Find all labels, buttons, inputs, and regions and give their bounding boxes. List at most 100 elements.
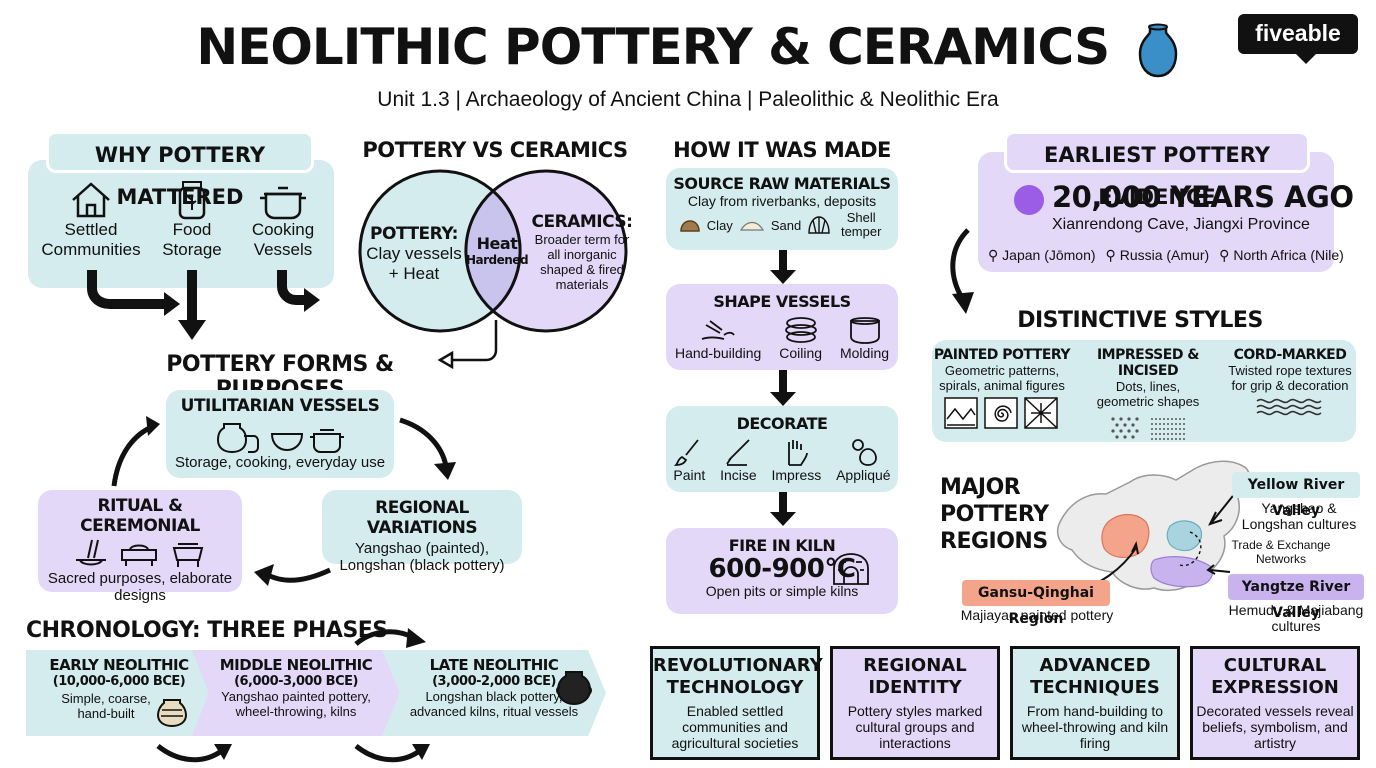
- sand-icon: [739, 221, 764, 231]
- why-items: Settled Communities Food Storage Cooking…: [36, 180, 328, 260]
- material-sand: Sand: [770, 217, 802, 233]
- phase-desc: Simple, coarse, hand-built: [61, 691, 151, 721]
- phase-name: EARLY NEOLITHIC: [49, 656, 189, 674]
- regional-box: REGIONAL VARIATIONS Yangshao (painted), …: [322, 490, 522, 574]
- chronology-title: CHRONOLOGY: THREE PHASES: [26, 618, 388, 643]
- shell-icon: [808, 216, 830, 234]
- regions-title: MAJOR POTTERY REGIONS: [940, 475, 1049, 554]
- venn-left-desc: Clay vessels + Heat: [366, 244, 462, 283]
- why-label: Settled Communities: [41, 220, 141, 259]
- regional-title: REGIONAL VARIATIONS: [366, 498, 478, 538]
- venn-center: Heat Hardened: [464, 234, 530, 267]
- location-item: ⚲ North Africa (Nile): [1219, 247, 1344, 263]
- title-text: NEOLITHIC POTTERY & CERAMICS: [196, 18, 1110, 76]
- phase-early: EARLY NEOLITHIC (10,000-6,000 BCE) Simpl…: [26, 650, 212, 736]
- why-label: Cooking Vessels: [251, 220, 315, 259]
- chronology-arrows: [156, 628, 430, 763]
- styles-panel: PAINTED POTTERY Geometric patterns, spir…: [932, 340, 1356, 442]
- material-shell: Shell temper: [840, 210, 882, 239]
- evidence-site: Xianrendong Cave, Jiangxi Province: [1052, 216, 1310, 233]
- method-hand-building: Hand-building: [675, 315, 761, 361]
- cycle-arrows: [111, 416, 456, 586]
- mold-icon: [849, 317, 880, 344]
- jar-icon: [178, 181, 206, 220]
- step-desc: Open pits or simple kilns: [705, 583, 859, 599]
- step-title: SOURCE RAW MATERIALS: [673, 174, 891, 193]
- phase-desc: Yangshao painted pottery, wheel-throwing…: [221, 689, 371, 719]
- summary-title: REGIONAL IDENTITY: [863, 655, 967, 698]
- phase-name: MIDDLE NEOLITHIC: [219, 656, 373, 674]
- fiveable-logo: fiveable: [1238, 14, 1358, 64]
- venn-center-sub: Hardened: [465, 253, 529, 267]
- utilitarian-box: UTILITARIAN VESSELS Storage, cooking, ev…: [166, 390, 394, 478]
- summary-cultural: CULTURAL EXPRESSION Decorated vessels re…: [1190, 646, 1360, 760]
- style-desc: Twisted rope textures for grip & decorat…: [1228, 363, 1352, 393]
- why-arrows: [87, 270, 320, 340]
- method-label: Molding: [839, 345, 890, 361]
- style-impressed: IMPRESSED & INCISED Dots, lines, geometr…: [1072, 340, 1224, 442]
- deco-label: Impress: [771, 467, 822, 483]
- phase-dates: (3,000-2,000 BCE): [432, 674, 556, 689]
- styles-title: DISTINCTIVE STYLES: [1017, 308, 1263, 333]
- jar-icon: [156, 699, 188, 728]
- stylus-icon: [726, 439, 751, 466]
- style-name: IMPRESSED & INCISED: [1096, 347, 1200, 379]
- method-label: Coiling: [779, 345, 823, 361]
- yangtze-label: Yangtze River Valley: [1228, 574, 1364, 621]
- venn-left-title: POTTERY:: [370, 224, 458, 244]
- ritual-icon: [76, 539, 204, 567]
- method-label: Hand-building: [674, 345, 762, 361]
- summary-title: REVOLUTIONARY TECHNOLOGY: [653, 655, 823, 698]
- forms-title: POTTERY FORMS & PURPOSES: [166, 352, 394, 402]
- style-desc: Dots, lines, geometric shapes: [1096, 379, 1200, 409]
- location-item: ⚲ Japan (Jōmon): [988, 247, 1096, 263]
- pin-icon: ⚲: [988, 247, 999, 263]
- deco-applique: Appliqué: [836, 437, 891, 483]
- summary-title: CULTURAL EXPRESSION: [1211, 655, 1339, 698]
- deco-label: Paint: [673, 467, 706, 483]
- why-panel: [28, 160, 334, 288]
- regional-desc: Yangshao (painted), Longshan (black pott…: [339, 540, 505, 574]
- style-name: PAINTED POTTERY: [933, 347, 1071, 363]
- step-shape: SHAPE VESSELS Hand-building Coiling Mold…: [666, 284, 898, 370]
- applique-icon: [852, 439, 878, 466]
- clay-icon: [680, 220, 700, 232]
- phase-dates: (10,000-6,000 BCE): [52, 674, 186, 689]
- why-label: Food Storage: [162, 220, 222, 259]
- deco-label: Appliqué: [836, 467, 891, 483]
- kiln-icon: [833, 553, 869, 585]
- deco-incise: Incise: [720, 437, 757, 483]
- trade-network-label: Trade & Exchange Networks: [1231, 538, 1331, 566]
- brush-icon: [674, 439, 700, 466]
- process-title: HOW IT WAS MADE: [673, 138, 891, 162]
- why-item-settled: Settled Communities: [36, 180, 146, 260]
- summary-regional: REGIONAL IDENTITY Pottery styles marked …: [830, 646, 1000, 760]
- style-name: CORD-MARKED: [1233, 347, 1347, 363]
- coil-icon: [784, 317, 817, 343]
- method-coiling: Coiling: [779, 315, 822, 361]
- evidence-age: 20,000 YEARS AGO: [1052, 180, 1354, 214]
- step-fire: FIRE IN KILN 600-900°C Open pits or simp…: [666, 528, 898, 614]
- rope-icon: [1256, 398, 1322, 416]
- venn-title: POTTERY VS CERAMICS: [362, 138, 628, 162]
- yellow-river-label: Yellow River Valley: [1232, 472, 1360, 519]
- ritual-box: RITUAL & CEREMONIAL Sacred purposes, ela…: [38, 490, 242, 604]
- why-item-cooking: Cooking Vessels: [238, 180, 328, 260]
- step-desc: Clay from riverbanks, deposits: [687, 193, 877, 209]
- step-source: SOURCE RAW MATERIALS Clay from riverbank…: [666, 168, 898, 250]
- deco-label: Incise: [720, 467, 757, 483]
- evidence-dot: [1014, 185, 1044, 215]
- venn-connector: [437, 320, 498, 370]
- pot-icon: [260, 186, 306, 220]
- summary-desc: From hand-building to wheel-throwing and…: [1021, 703, 1169, 751]
- phase-middle: MIDDLE NEOLITHIC (6,000-3,000 BCE) Yangs…: [192, 650, 400, 736]
- evidence-others: ⚲ Japan (Jōmon) ⚲ Russia (Amur) ⚲ North …: [988, 247, 1344, 264]
- china-map: [1056, 460, 1251, 593]
- vase-icon: [1136, 23, 1180, 79]
- gansu-label: Gansu-Qinghai Region: [962, 580, 1110, 627]
- gansu-desc: Majiayao painted pottery: [960, 607, 1114, 623]
- summary-desc: Enabled settled communities and agricult…: [671, 703, 799, 751]
- step-title: FIRE IN KILN: [728, 536, 836, 555]
- phase-desc: Longshan black pottery, advanced kilns, …: [409, 689, 579, 719]
- step-title: SHAPE VESSELS: [713, 292, 851, 311]
